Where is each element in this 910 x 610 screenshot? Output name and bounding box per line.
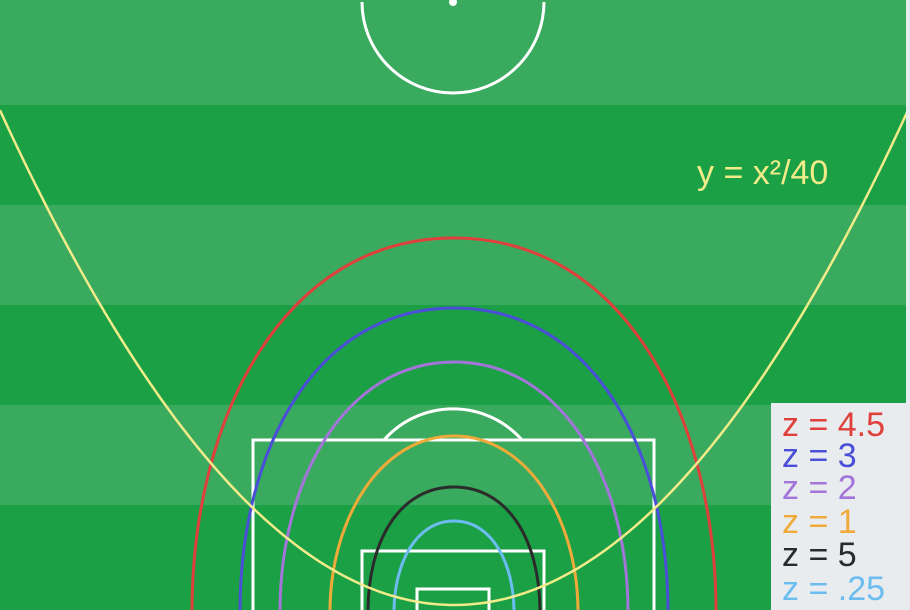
pitch-edge	[906, 0, 910, 610]
contour-curves	[190, 236, 718, 610]
legend: z = 4.5 z = 3 z = 2 z = 1 z = 5 z = .25	[771, 403, 907, 610]
parabola-curve	[0, 105, 910, 607]
stripe	[0, 305, 910, 405]
legend-box	[771, 403, 907, 610]
penalty-box	[251, 438, 656, 610]
legend-entry: z = 3	[782, 437, 857, 475]
center-circle	[360, 1, 546, 95]
goal-area	[360, 549, 546, 610]
legend-entry: z = 2	[782, 469, 857, 507]
center-spot	[449, 0, 457, 6]
penalty-arc	[382, 407, 524, 441]
contour-z-2	[278, 360, 630, 610]
legend-entry: z = 4.5	[782, 406, 885, 444]
legend-entry: z = .25	[782, 570, 885, 608]
legend-entry: z = 5	[782, 536, 857, 574]
contour-z-4.5	[190, 236, 718, 610]
parabola-label: y = x²/40	[697, 154, 828, 192]
contour-z-.25	[392, 519, 516, 610]
stripe	[0, 105, 910, 205]
stripe	[0, 0, 910, 105]
legend-entry: z = 1	[782, 503, 857, 541]
contour-z-1	[328, 434, 580, 610]
pitch-markings	[251, 0, 656, 610]
stripe	[0, 205, 910, 305]
contour-z-5	[366, 485, 542, 610]
contour-z-3	[238, 306, 670, 610]
